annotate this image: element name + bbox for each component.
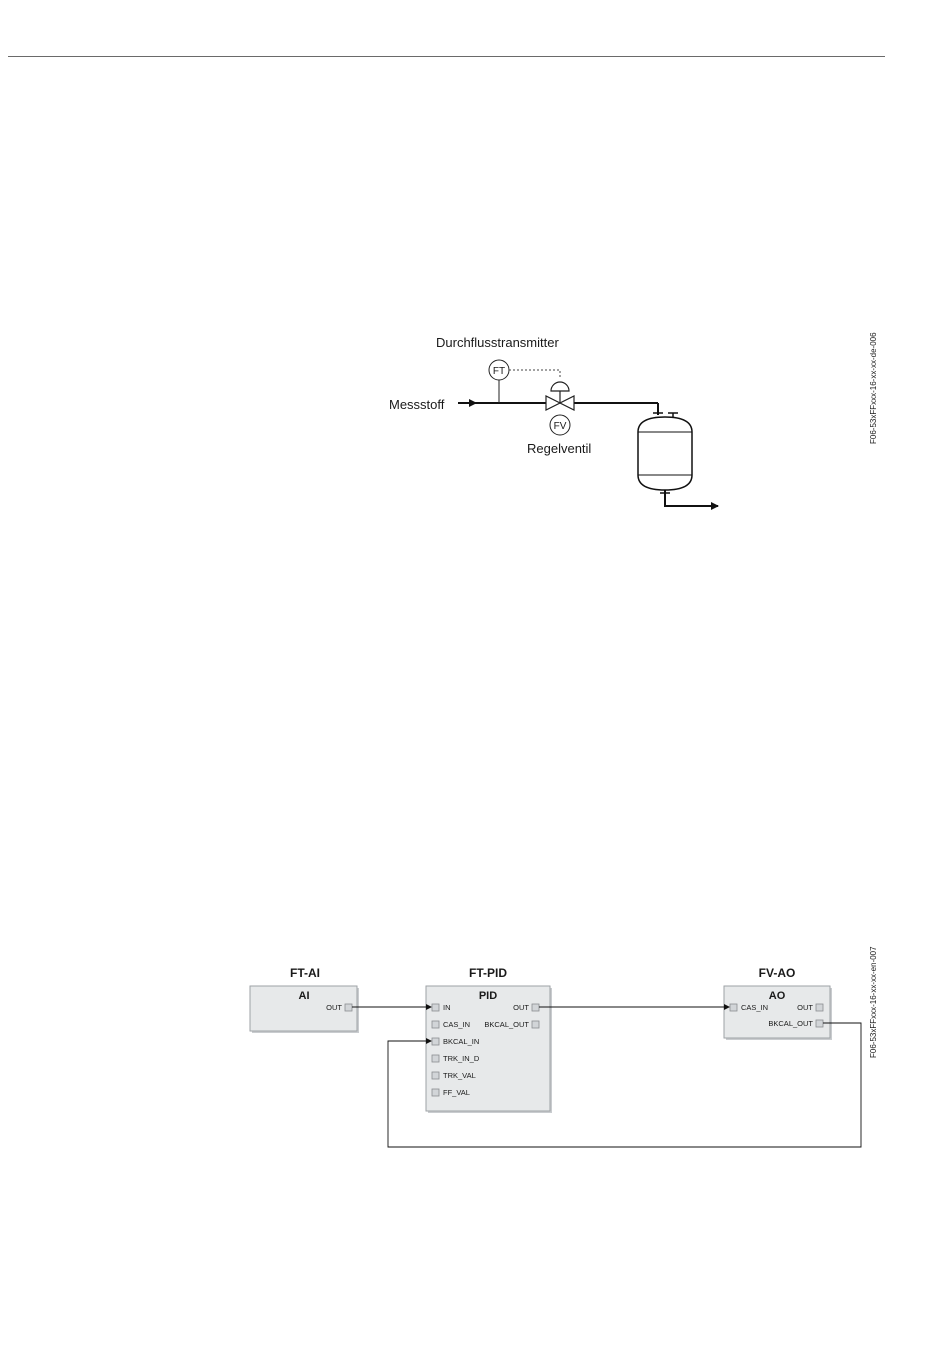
port-label-ai-out: OUT xyxy=(326,1003,342,1012)
flow-control-schematic: Durchflusstransmitter Messstoff Regelven… xyxy=(389,335,718,506)
port-pid-out xyxy=(532,1004,539,1011)
port-pid-trk-val xyxy=(432,1072,439,1079)
port-label-pid-trk-val: TRK_VAL xyxy=(443,1071,476,1080)
outlet-arrow xyxy=(665,490,718,506)
transmitter-label: Durchflusstransmitter xyxy=(436,335,559,350)
block-tag-ft-ai: FT-AI xyxy=(290,966,320,980)
block-tag-ft-pid: FT-PID xyxy=(469,966,507,980)
port-pid-bkcal-out xyxy=(532,1021,539,1028)
valve-actuator-symbol xyxy=(551,382,569,391)
signal-line xyxy=(509,370,560,379)
port-pid-trk-in-d xyxy=(432,1055,439,1062)
port-label-pid-out: OUT xyxy=(513,1003,529,1012)
function-block-ai: AI OUT xyxy=(250,986,359,1033)
port-label-pid-in: IN xyxy=(443,1003,451,1012)
port-pid-in xyxy=(432,1004,439,1011)
medium-label: Messstoff xyxy=(389,397,445,412)
port-label-pid-bkcal-in: BKCAL_IN xyxy=(443,1037,479,1046)
valve-label: Regelventil xyxy=(527,441,591,456)
figure1-id: F06-53xFFxxx-16-xx-xx-de-006 xyxy=(869,332,878,444)
port-ao-out xyxy=(816,1004,823,1011)
ft-tag: FT xyxy=(493,366,505,377)
port-ao-cas-in xyxy=(730,1004,737,1011)
block-tag-fv-ao: FV-AO xyxy=(759,966,796,980)
port-pid-bkcal-in xyxy=(432,1038,439,1045)
port-label-pid-ff-val: FF_VAL xyxy=(443,1088,470,1097)
fv-tag: FV xyxy=(554,421,567,432)
tank-symbol xyxy=(638,413,692,493)
block-type-ai: AI xyxy=(299,990,310,1002)
port-ao-bkcal-out xyxy=(816,1020,823,1027)
port-label-pid-trk-in-d: TRK_IN_D xyxy=(443,1054,480,1063)
block-type-pid: PID xyxy=(479,990,497,1002)
port-label-pid-bkcal-out: BKCAL_OUT xyxy=(484,1020,529,1029)
block-type-ao: AO xyxy=(769,990,786,1002)
figure2-id: F06-53xFFxxx-16-xx-xx-en-007 xyxy=(869,946,878,1058)
port-label-ao-cas-in: CAS_IN xyxy=(741,1003,768,1012)
port-label-pid-cas-in: CAS_IN xyxy=(443,1020,470,1029)
port-ai-out xyxy=(345,1004,352,1011)
function-block-diagram: FT-AI FT-PID FV-AO AI OUT PID IN CAS_IN … xyxy=(250,966,861,1147)
function-block-ao: AO CAS_IN OUT BKCAL_OUT xyxy=(724,986,832,1040)
port-label-ao-bkcal-out: BKCAL_OUT xyxy=(768,1019,813,1028)
port-label-ao-out: OUT xyxy=(797,1003,813,1012)
port-pid-cas-in xyxy=(432,1021,439,1028)
function-block-pid: PID IN CAS_IN BKCAL_IN TRK_IN_D TRK_VAL … xyxy=(426,986,552,1113)
port-pid-ff-val xyxy=(432,1089,439,1096)
